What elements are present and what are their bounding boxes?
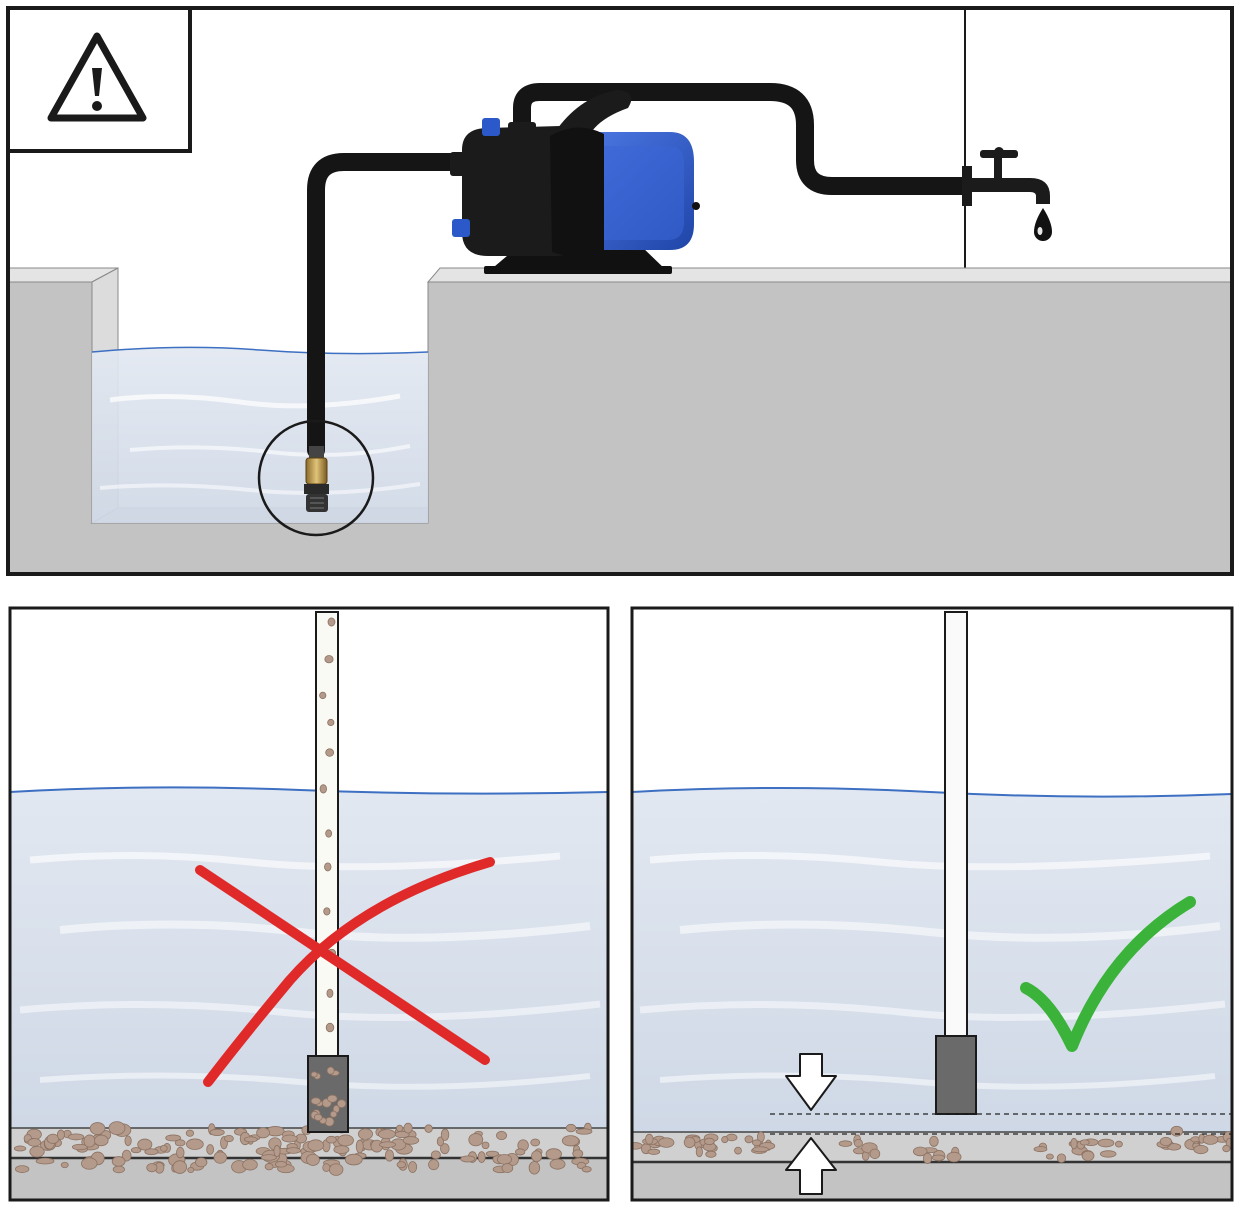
suction-pipe-clean (935, 611, 977, 1115)
arrow-up-icon (785, 1137, 837, 1195)
cross-icon (195, 857, 495, 1087)
warning-triangle-icon (47, 32, 147, 122)
surface-pump (450, 90, 700, 274)
checkmark-icon (1020, 896, 1196, 1052)
sediment-pebbles-left (13, 1121, 593, 1176)
installation-overview-panel (8, 8, 1232, 574)
incorrect-placement-panel (10, 608, 608, 1200)
correct-placement-panel (632, 608, 1232, 1200)
suction-hose (307, 153, 469, 459)
warning-sign (8, 8, 192, 153)
ground-right (632, 1162, 1232, 1200)
tank-water (91, 346, 429, 523)
arrow-down-icon (785, 1053, 837, 1111)
water-body-right (632, 787, 1232, 1132)
faucet (962, 147, 1052, 241)
discharge-hose (513, 83, 971, 195)
sediment-pebbles-right (632, 1125, 1232, 1164)
foot-valve (304, 446, 329, 512)
foot-valve-highlight-circle (257, 419, 375, 537)
sediment-in-pipe (319, 617, 337, 1033)
sediment-in-strainer (310, 1066, 347, 1127)
